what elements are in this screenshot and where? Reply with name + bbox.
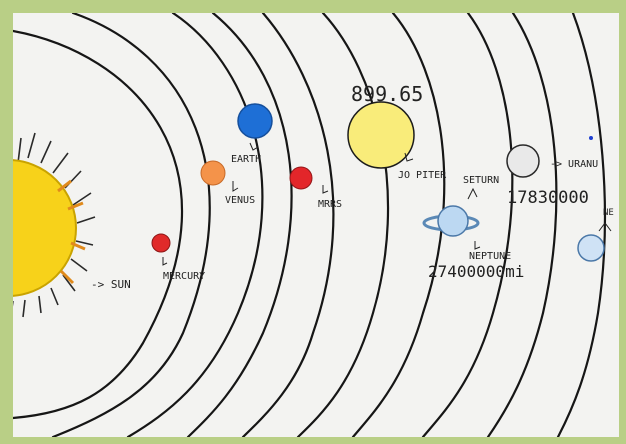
- label-saturn: SETURN: [463, 175, 499, 186]
- paper-drawing: -> SUN MERCURY VENUS EARTH MRRS 899.65 J…: [13, 13, 619, 437]
- label-uranus: -> URANU: [550, 159, 598, 170]
- venus-planet: [200, 160, 226, 186]
- label-neptune: NEPTUNE: [469, 251, 511, 262]
- orbit-5: [241, 13, 335, 437]
- saturn-value: 17830000: [507, 188, 589, 208]
- orbit-9: [486, 13, 558, 437]
- orbit-2: [51, 13, 211, 437]
- orbit-6: [296, 13, 390, 437]
- saturn-body: [437, 205, 469, 237]
- orbit-8: [421, 13, 514, 437]
- solar-system-drawing: -> SUN MERCURY VENUS EARTH MRRS 899.65 J…: [13, 13, 614, 437]
- sun-flares: [57, 179, 86, 285]
- label-mercury: MERCURY: [163, 271, 205, 282]
- sun: [13, 132, 96, 318]
- mars-planet: [289, 166, 313, 190]
- label-mars: MRRS: [318, 199, 342, 210]
- orbit-3: [126, 13, 264, 437]
- jupiter-arrow: [404, 152, 414, 162]
- mercury-arrow: [162, 257, 168, 266]
- saturn-planet: [422, 205, 480, 237]
- neptune-value: 27400000mi: [428, 262, 524, 281]
- neptune-arrow: [474, 241, 481, 250]
- earth-planet: [237, 103, 273, 139]
- edge-arrow: [598, 222, 612, 232]
- mars-arrow: [322, 185, 329, 194]
- label-venus: VENUS: [225, 195, 255, 206]
- sun-disc: [13, 159, 77, 297]
- edge-letters: NE: [603, 208, 614, 218]
- label-sun: -> SUN: [91, 278, 131, 291]
- orbits: [13, 13, 606, 437]
- orbit-1: [13, 29, 184, 420]
- venus-arrow: [232, 181, 239, 192]
- orbit-10: [556, 13, 606, 437]
- label-earth: EARTH: [231, 154, 261, 165]
- saturn-arrow: [467, 187, 478, 200]
- mercury-planet: [151, 233, 171, 253]
- outer-planet: [577, 234, 605, 262]
- orbit-4: [186, 13, 293, 437]
- label-jupiter: JO PITER: [398, 170, 447, 181]
- jupiter-planet: [347, 101, 415, 169]
- uranus-planet: [506, 144, 540, 178]
- sun-rays: [13, 132, 96, 318]
- orbit-7: [351, 13, 446, 437]
- small-blue-dot: [589, 136, 593, 140]
- earth-arrow: [249, 142, 259, 151]
